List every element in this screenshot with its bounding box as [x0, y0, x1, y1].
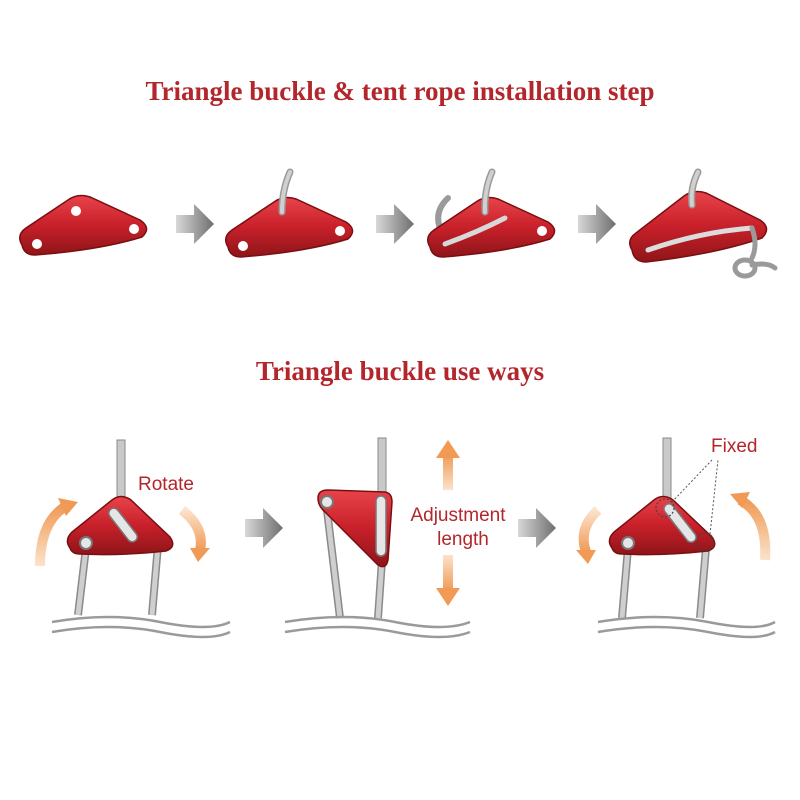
use-panel-adjust: Adjustment length: [284, 437, 506, 639]
rotate-label: Rotate: [138, 474, 194, 495]
use-panel-fixed: Fixed: [576, 436, 776, 639]
fixed-label: Fixed: [711, 436, 757, 457]
use-section-title: Triangle buckle use ways: [255, 356, 545, 386]
use-arrow-1: [245, 508, 283, 548]
install-step-2: [225, 168, 354, 258]
install-arrow-3: [578, 204, 616, 244]
install-step-3: [427, 168, 556, 258]
install-arrow-2: [376, 204, 414, 244]
use-arrow-2: [518, 508, 556, 548]
use-panel-rotate: Rotate: [35, 439, 231, 639]
install-step-4: [629, 168, 778, 279]
adjustment-label: Adjustment: [410, 505, 506, 526]
install-section-title: Triangle buckle & tent rope installation…: [145, 76, 655, 106]
install-arrow-1: [176, 204, 214, 244]
length-label: length: [437, 529, 489, 550]
install-step-1: [19, 194, 148, 256]
